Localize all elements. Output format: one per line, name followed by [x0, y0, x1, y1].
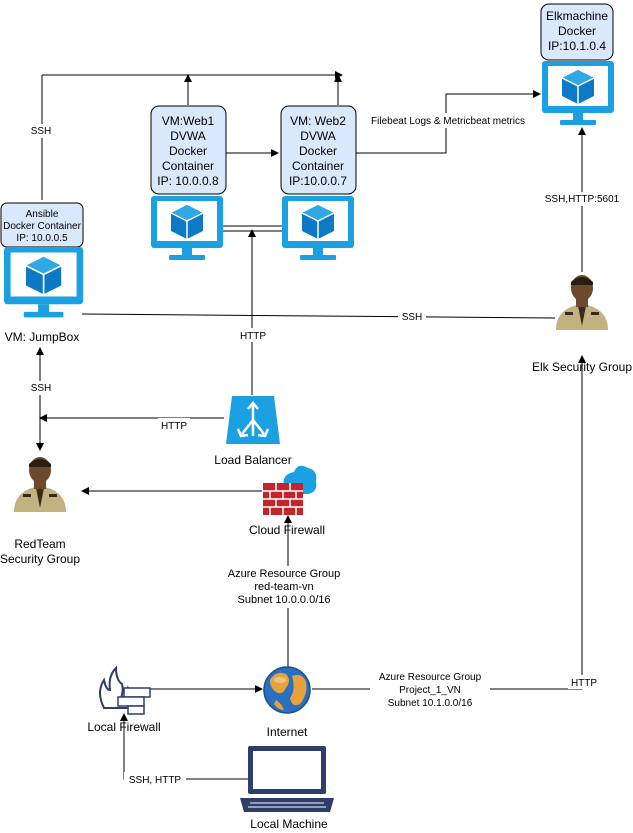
ssh-elk-label: SSH: [402, 312, 423, 323]
ssh-http-local-label: SSH, HTTP: [129, 775, 182, 786]
redteam-label-line1: RedTeam: [14, 537, 65, 551]
http-elk-label-bg: [568, 675, 600, 689]
load-balancer-label: Load Balancer: [214, 453, 291, 467]
web1-box-line3: Docker: [169, 144, 207, 158]
web1-vm-icon[interactable]: [150, 195, 224, 261]
web1-box-line2: DVWA: [170, 129, 206, 143]
internet-to-elk-arrow: [312, 355, 586, 690]
ssh-top-label-bg: [29, 124, 53, 138]
cloud-firewall-icon[interactable]: [263, 465, 317, 515]
http-elk-label: HTTP: [571, 678, 597, 689]
local-firewall-icon[interactable]: [99, 665, 151, 715]
red-team-group-line2: red-team-vn: [254, 581, 313, 593]
elk-security-group-label: Elk Security Group: [532, 360, 632, 374]
web2-box-line3: Docker: [299, 144, 337, 158]
project1-group-line1: Azure Resource Group: [379, 672, 482, 683]
jumpbox-vm-icon[interactable]: [3, 246, 85, 319]
ssh-http-5601-label: SSH,HTTP:5601: [545, 194, 620, 205]
ssh-top-label: SSH: [31, 126, 52, 137]
ssh-http-5601-label-bg: [540, 192, 624, 206]
web2-box: VM: Web2 DVWA Docker Container IP:10.0.0…: [280, 105, 357, 195]
http-redteam-label: HTTP: [161, 421, 187, 432]
elk-vm-icon[interactable]: [541, 60, 615, 126]
internet-label: Internet: [267, 725, 308, 739]
elk-box-line2: Docker: [558, 24, 596, 38]
web1-box-line4: Container: [162, 159, 214, 173]
project1-group-line2: Project_1_VN: [399, 685, 461, 696]
cloud-firewall-label: Cloud Firewall: [249, 523, 325, 537]
red-team-group-line1: Azure Resource Group: [228, 568, 341, 580]
http-lb-web-label: HTTP: [240, 331, 266, 342]
elk-machine-box: Elkmachine Docker IP:10.1.0.4: [540, 3, 614, 61]
ssh-redteam-label: SSH: [31, 383, 52, 394]
elk-box-line1: Elkmachine: [546, 9, 608, 23]
ssh-redteam-label-bg: [29, 381, 53, 395]
ssh-elk-label-bg: [398, 309, 426, 323]
ansible-box-line3: IP: 10.0.0.5: [16, 233, 68, 244]
jumpbox-label: VM: JumpBox: [5, 330, 80, 344]
web1-box-line1: VM:Web1: [162, 114, 215, 128]
redteam-label-line2: Security Group: [0, 552, 80, 566]
red-team-group-line3: Subnet 10.0.0.0/16: [238, 594, 331, 606]
elk-box-line3: IP:10.1.0.4: [548, 39, 606, 53]
web2-box-line1: VM: Web2: [290, 114, 346, 128]
filebeat-label: Filebeat Logs & Metricbeat metrics: [371, 116, 525, 127]
local-machine-label: Local Machine: [250, 817, 328, 831]
elk-security-group-icon[interactable]: [556, 275, 608, 330]
http-redteam-label-bg: [158, 418, 190, 432]
ansible-box-line2: Docker Container: [3, 221, 81, 232]
local-machine-icon[interactable]: [240, 746, 334, 812]
redteam-security-group-icon[interactable]: [14, 457, 66, 512]
load-balancer-icon[interactable]: [226, 396, 280, 444]
web2-vm-icon[interactable]: [281, 195, 355, 261]
ansible-box-line1: Ansible: [26, 209, 59, 220]
red-team-group-label-bg: [226, 566, 350, 608]
project1-group-line3: Subnet 10.1.0.0/16: [388, 698, 473, 709]
web1-box-line5: IP: 10.0.0.8: [157, 174, 219, 188]
web2-box-line2: DVWA: [300, 129, 336, 143]
web1-box: VM:Web1 DVWA Docker Container IP: 10.0.0…: [150, 105, 227, 195]
local-firewall-label: Local Firewall: [87, 720, 160, 734]
jumpbox-elk-ssh-line: [81, 313, 556, 319]
web2-box-line4: Container: [292, 159, 344, 173]
ansible-box: Ansible Docker Container IP: 10.0.0.5: [0, 202, 84, 248]
http-lb-web-label-bg: [238, 328, 268, 342]
internet-globe-icon[interactable]: [263, 666, 311, 714]
web2-box-line5: IP:10.0.0.7: [289, 174, 347, 188]
ssh-http-local-label-bg: [124, 772, 186, 786]
filebeat-label-bg: [360, 113, 536, 128]
project1-group-label-bg: [370, 670, 490, 712]
